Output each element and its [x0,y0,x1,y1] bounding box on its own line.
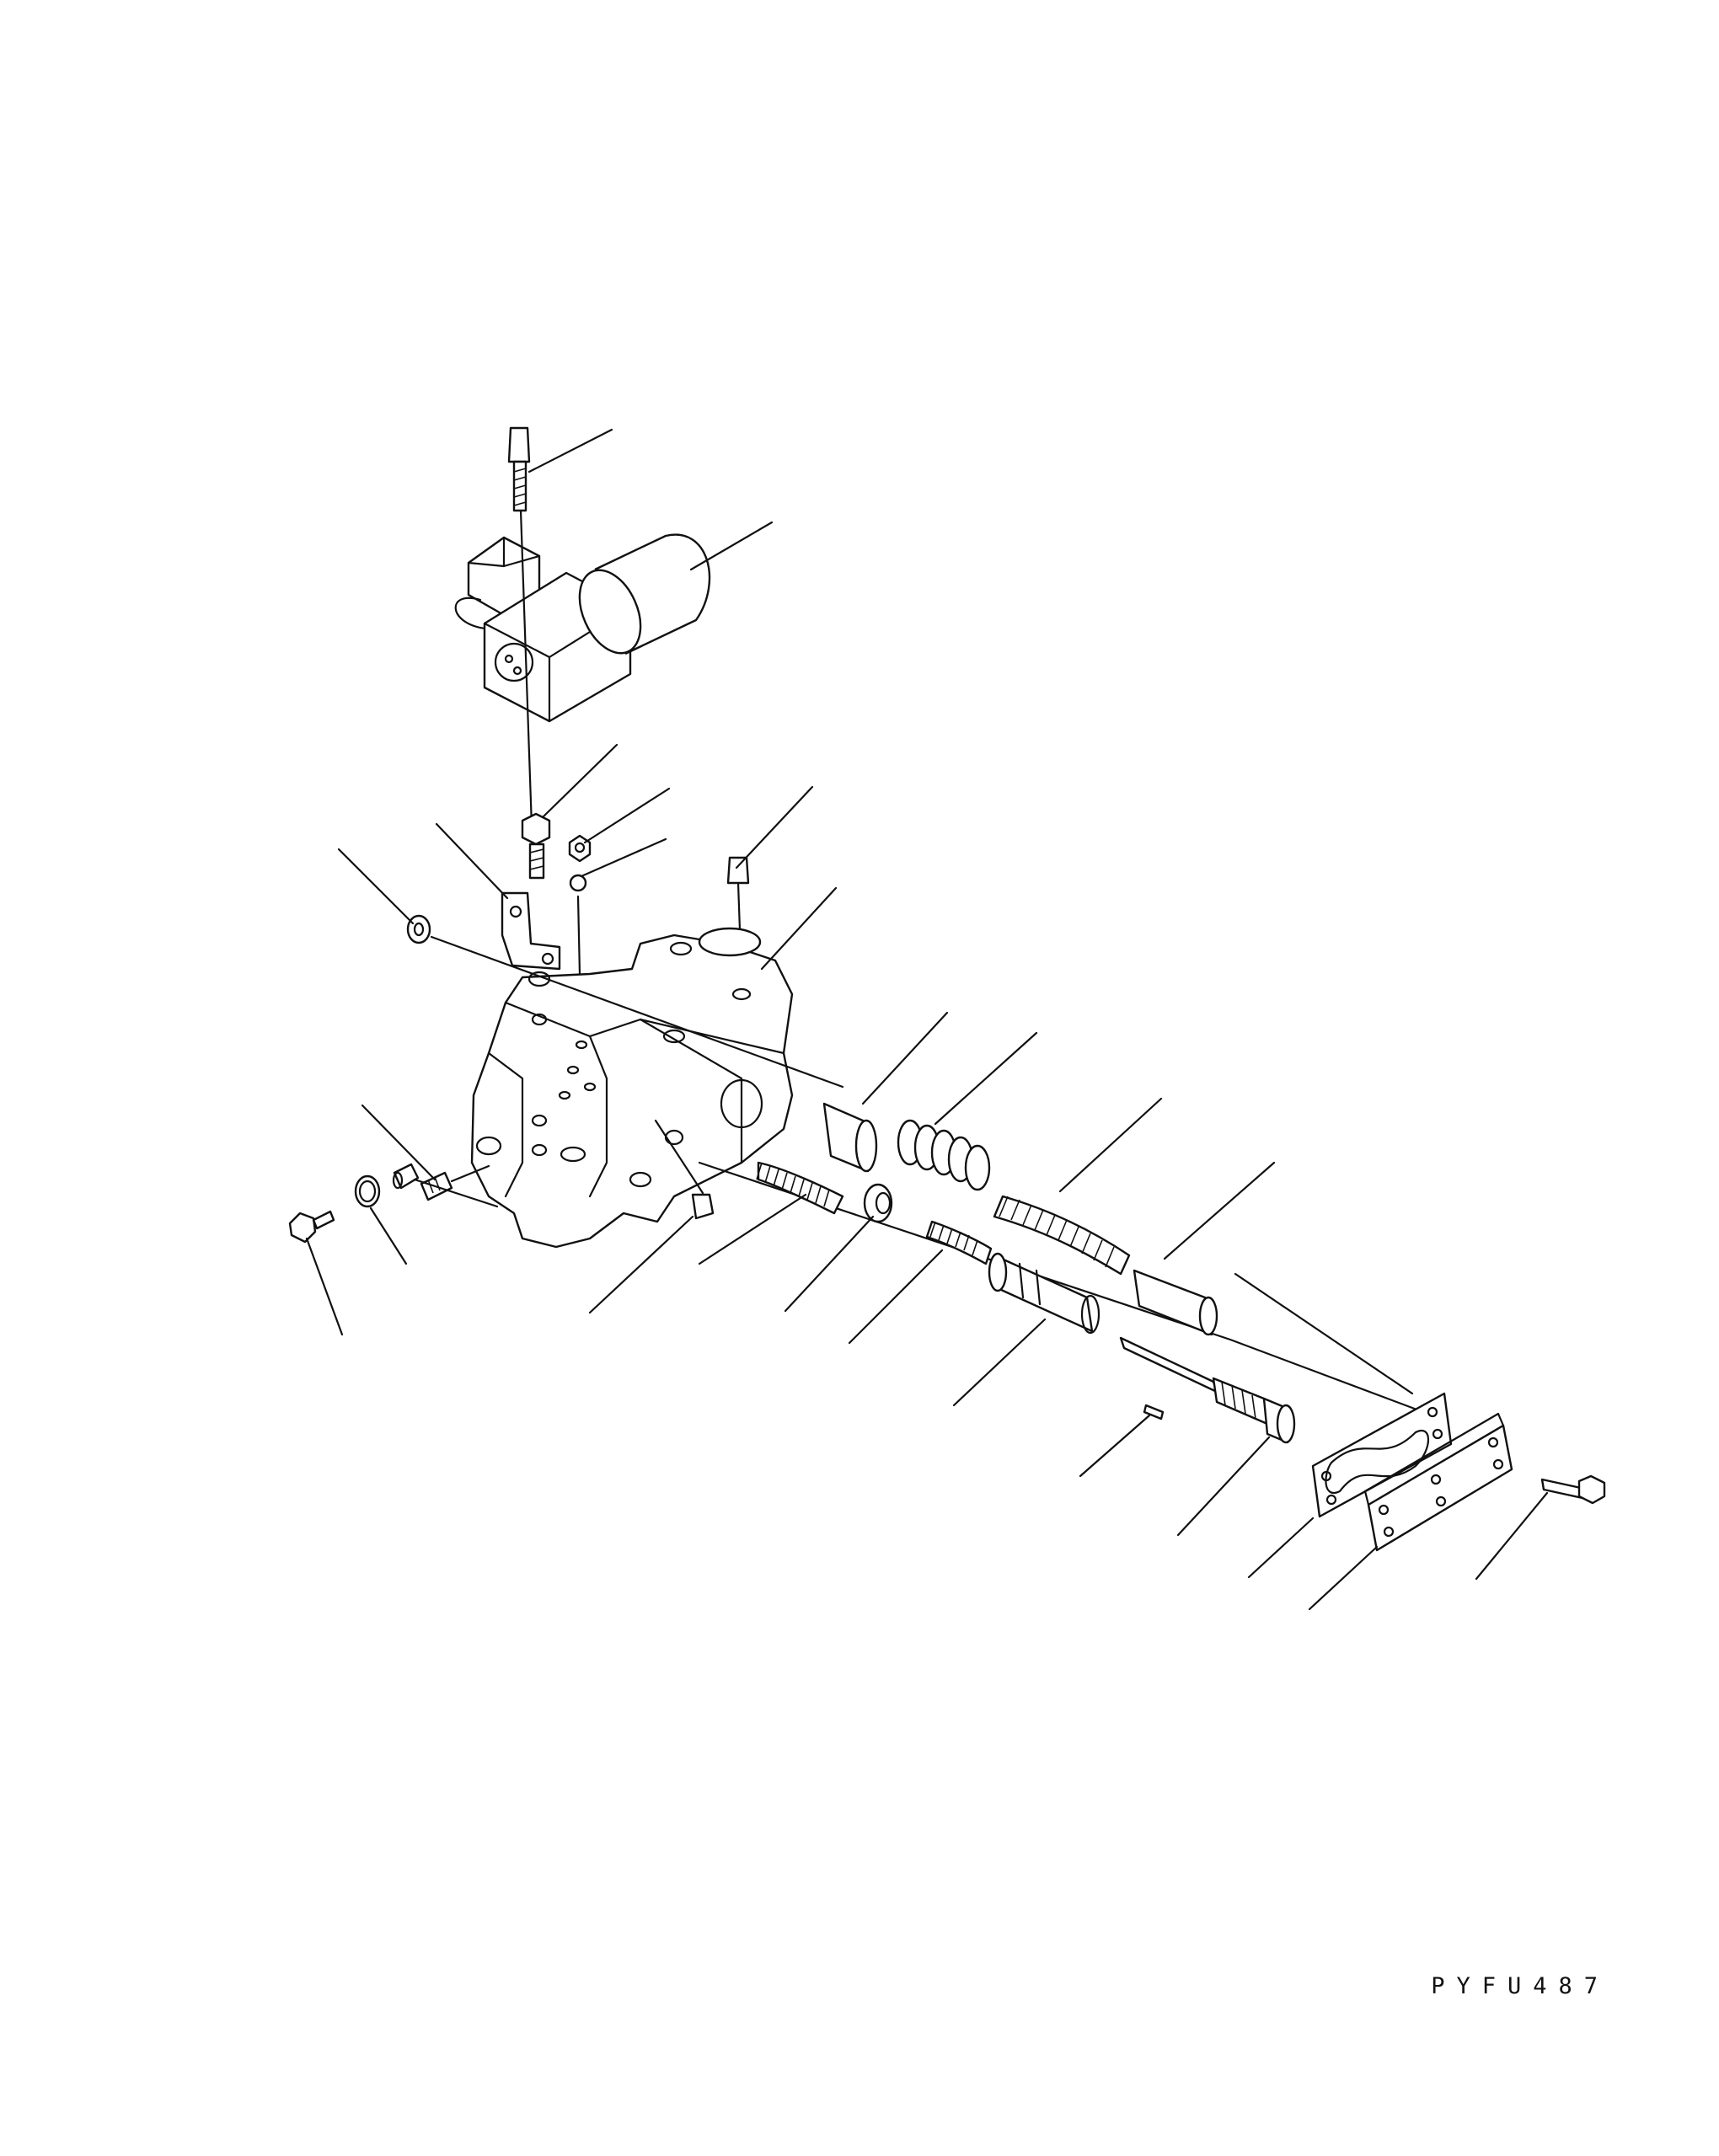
spring-large [897,1119,991,1191]
flange-bolt [288,1210,335,1244]
valve-body [470,927,794,1249]
leader-lines [305,428,1549,1611]
piston [1133,1269,1218,1336]
spool [988,1252,1100,1335]
plug-screw [420,1164,490,1201]
solenoid-bolt [507,426,531,512]
plunger-rod [1119,1336,1296,1444]
solenoid-valve [454,533,711,723]
orifice-plug [654,1119,715,1220]
sleeve [822,1102,878,1173]
nut [568,834,592,863]
assembly-line-vertical [519,509,534,853]
cover-plate [1363,1412,1513,1552]
assembly-line-bore-upper [430,935,844,1089]
spring-small-right [925,1220,993,1265]
gasket [1311,1392,1453,1518]
pin [1143,1404,1165,1420]
dowel-pin [392,1163,420,1190]
hex-bolt [521,812,551,880]
mounting-bracket [501,891,561,971]
cover-bolt [1540,1474,1606,1505]
spring-seat [863,1183,893,1223]
drawing-code: PYFU487 [1431,1973,1609,1999]
spring-small-left [756,1161,844,1215]
spring-long [993,1195,1131,1276]
washer [406,914,431,944]
o-ring [354,1174,381,1208]
